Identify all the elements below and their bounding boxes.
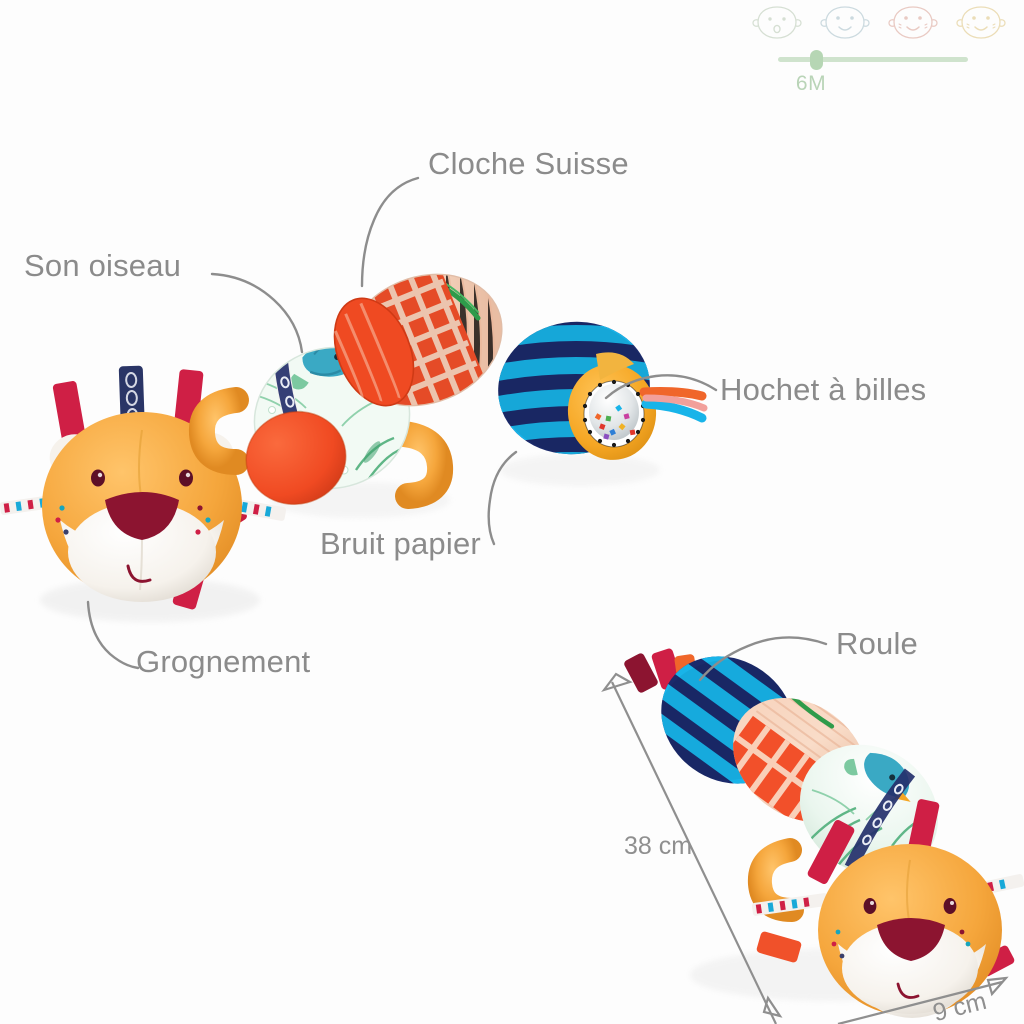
feature-label-roule: Roule xyxy=(836,626,918,661)
age-slider-track xyxy=(778,57,968,62)
age-slider-value: 6M xyxy=(795,72,827,95)
bead-rattle-segment xyxy=(498,321,708,464)
age-slider-knob[interactable] xyxy=(810,50,823,70)
face-child-icon xyxy=(952,2,1016,46)
assembled-toy xyxy=(624,638,1024,1018)
age-recommendation-widget: 6M xyxy=(748,2,1024,102)
feature-label-bruit-papier: Bruit papier xyxy=(320,526,481,561)
face-toddler-icon xyxy=(884,2,948,46)
age-slider[interactable] xyxy=(778,50,968,70)
dimension-label-length: 38 cm xyxy=(624,832,693,860)
face-infant-icon xyxy=(816,2,880,46)
tiger-head-tags xyxy=(0,365,287,610)
face-newborn-icon xyxy=(748,2,812,46)
age-face-row xyxy=(748,2,1024,46)
feature-label-grognement: Grognement xyxy=(136,644,311,679)
feature-label-cloche-suisse: Cloche Suisse xyxy=(428,146,629,181)
swiss-bell-segment xyxy=(333,257,503,427)
feature-label-hochet-a-billes: Hochet à billes xyxy=(720,372,927,407)
feature-label-son-oiseau: Son oiseau xyxy=(24,248,182,283)
